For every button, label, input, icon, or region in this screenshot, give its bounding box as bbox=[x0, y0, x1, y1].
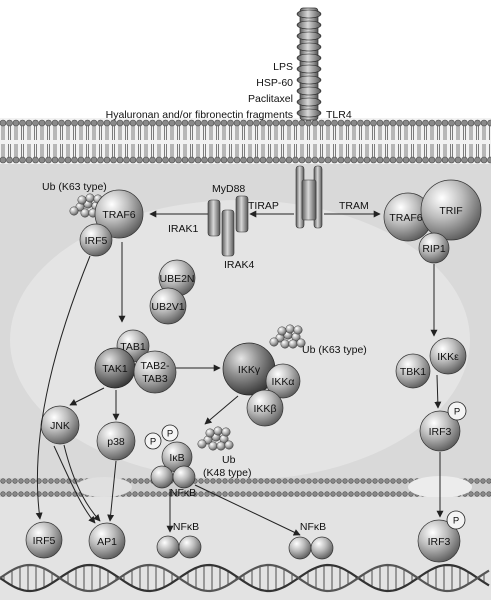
label-ikkg: IKKγ bbox=[238, 364, 261, 376]
label-traf6-trif: TRAF6 bbox=[389, 212, 422, 224]
label-myd88: MyD88 bbox=[212, 183, 245, 195]
ub2v1-sphere bbox=[149, 287, 187, 325]
ligand-lps: LPS bbox=[273, 61, 293, 73]
label-p-ikb-2: P bbox=[167, 429, 173, 440]
label-trif: TRIF bbox=[439, 205, 462, 217]
tlr4-label: TLR4 bbox=[326, 109, 352, 121]
label-irf5: IRF5 bbox=[85, 235, 108, 247]
label-ikb: IκB bbox=[169, 452, 184, 464]
nuclear-membrane bbox=[0, 476, 491, 498]
label-ap1: AP1 bbox=[97, 536, 117, 548]
nfkb-dimer-nucleus-2 bbox=[288, 536, 334, 560]
label-tak1: TAK1 bbox=[102, 363, 128, 375]
label-ikke: IKKε bbox=[437, 351, 459, 363]
myd88-complex bbox=[207, 195, 249, 257]
label-tab2: TAB2- bbox=[141, 360, 170, 372]
label-nfkb-nucleus-1: NFκB bbox=[173, 521, 199, 533]
label-tab3: TAB3 bbox=[142, 373, 168, 385]
nucleus-background bbox=[0, 497, 491, 600]
ikka-sphere bbox=[265, 363, 301, 399]
label-irak4: IRAK4 bbox=[224, 259, 255, 271]
irf5-nucleus-sphere bbox=[25, 521, 63, 559]
label-p-ikb-1: P bbox=[150, 437, 156, 448]
label-tab1: TAB1 bbox=[120, 341, 146, 353]
ligand-paclitaxel: Paclitaxel bbox=[248, 93, 293, 105]
label-ikkb: IKKβ bbox=[254, 403, 277, 415]
ligand-hsp60: HSP-60 bbox=[256, 77, 293, 89]
ap1-sphere bbox=[88, 522, 126, 560]
irf3-sphere-cytoplasm bbox=[419, 410, 461, 452]
label-irf3-cytoplasm: IRF3 bbox=[429, 426, 452, 438]
nfkb-dimer-nucleus-1 bbox=[156, 535, 202, 559]
label-irf3-nucleus: IRF3 bbox=[428, 536, 451, 548]
label-jnk: JNK bbox=[50, 420, 70, 432]
plasma-membrane bbox=[0, 118, 491, 164]
label-ub-k63-2: Ub (K63 type) bbox=[302, 344, 367, 356]
p38-sphere bbox=[96, 421, 136, 461]
label-p-irf3: P bbox=[454, 407, 460, 418]
dna-helix bbox=[0, 563, 490, 593]
ubiquitin-chain-k63-ikk bbox=[269, 324, 306, 349]
label-k48-type: (K48 type) bbox=[203, 467, 251, 479]
phospho-ikb-1 bbox=[144, 432, 162, 450]
phospho-irf3 bbox=[447, 401, 467, 421]
trif-sphere bbox=[420, 179, 482, 241]
phospho-ikb-2 bbox=[161, 424, 179, 442]
label-irak1: IRAK1 bbox=[168, 223, 199, 235]
label-ub-k63-1: Ub (K63 type) bbox=[42, 181, 107, 193]
signaling-arrows bbox=[35, 210, 444, 536]
label-ube2n: UBE2N bbox=[159, 273, 194, 285]
tbk1-sphere bbox=[395, 353, 431, 389]
nfkb-dimer-cytoplasm bbox=[150, 465, 196, 489]
tab2-tab3-sphere bbox=[133, 350, 177, 394]
label-ub2v1: UB2V1 bbox=[151, 301, 184, 313]
label-irf5-nucleus: IRF5 bbox=[33, 535, 56, 547]
rip1-sphere bbox=[418, 232, 450, 264]
label-p38: p38 bbox=[107, 436, 125, 448]
outside-background bbox=[0, 0, 491, 118]
label-nfkb-nucleus-2: NFκB bbox=[300, 521, 326, 533]
label-traf6: TRAF6 bbox=[102, 209, 135, 221]
tlr4-receptor bbox=[295, 7, 323, 229]
label-tirap: TIRAP bbox=[248, 200, 279, 212]
irf3-nucleus-sphere bbox=[417, 519, 461, 563]
phospho-irf3-nucleus bbox=[446, 510, 466, 530]
label-tbk1: TBK1 bbox=[400, 366, 426, 378]
irf5-sphere bbox=[79, 223, 113, 257]
cytoplasm-glow bbox=[10, 200, 470, 480]
ikke-sphere bbox=[429, 337, 467, 375]
ubiquitin-chain-k48 bbox=[197, 426, 234, 451]
traf6-sphere bbox=[94, 189, 144, 239]
label-nfkb-cytoplasm: NFκB bbox=[170, 487, 196, 499]
label-ikka: IKKα bbox=[272, 376, 295, 388]
label-p-irf3-nucleus: P bbox=[453, 516, 459, 527]
label-ub-k48: Ub bbox=[222, 454, 236, 466]
label-tram: TRAM bbox=[339, 200, 369, 212]
ikkb-sphere bbox=[246, 389, 284, 427]
ligand-hyaluronan: Hyaluronan and/or fibronectin fragments bbox=[106, 109, 293, 121]
label-rip1: RIP1 bbox=[422, 243, 446, 255]
